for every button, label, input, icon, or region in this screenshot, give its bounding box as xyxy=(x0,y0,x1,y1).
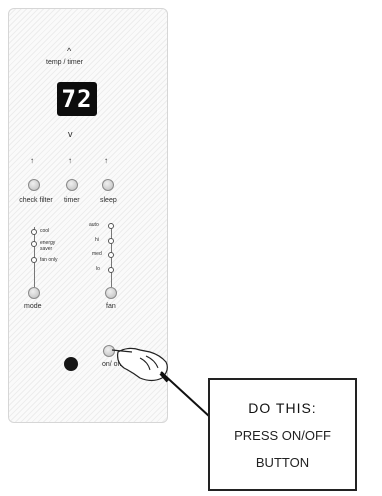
mode-label: mode xyxy=(24,303,42,310)
instruction-callout: DO THIS: PRESS ON/OFF BUTTON xyxy=(208,378,357,491)
sleep-led-icon: ↑ xyxy=(104,156,108,165)
ir-sensor-icon xyxy=(64,357,78,371)
temp-down-arrow[interactable]: v xyxy=(68,129,73,139)
timer-led-icon: ↑ xyxy=(68,156,72,165)
fan-option-hi: hi xyxy=(95,237,99,243)
sleep-label: sleep xyxy=(100,197,117,204)
callout-line-1: PRESS ON/OFF xyxy=(234,428,331,443)
temp-up-arrow[interactable]: ^ xyxy=(67,46,72,56)
mode-button[interactable] xyxy=(28,287,40,299)
fan-med-led xyxy=(108,252,114,258)
check-filter-led-icon: ↑ xyxy=(30,156,34,165)
sleep-button[interactable] xyxy=(102,179,114,191)
timer-label: timer xyxy=(64,197,80,204)
callout-line-2: BUTTON xyxy=(255,455,310,470)
fan-option-med: med xyxy=(92,251,102,257)
temperature-display: 72 xyxy=(57,82,97,116)
on-off-label: on/ off xyxy=(102,361,122,368)
pointing-hand-icon xyxy=(111,347,168,382)
on-off-button[interactable] xyxy=(103,345,115,357)
fan-option-auto: auto xyxy=(89,222,99,228)
fan-lo-led xyxy=(108,267,114,273)
fan-auto-led xyxy=(108,223,114,229)
mode-cool-led xyxy=(31,229,37,235)
callout-heading: DO THIS: xyxy=(248,400,317,416)
mode-option-cool: cool xyxy=(40,228,50,234)
mode-option-energy-saver: energy saver xyxy=(40,240,56,252)
check-filter-label: check filter xyxy=(19,197,53,204)
fan-hi-led xyxy=(108,238,114,244)
check-filter-button[interactable] xyxy=(28,179,40,191)
temp-timer-label: temp / timer xyxy=(46,59,83,66)
mode-fan-only-led xyxy=(31,257,37,263)
remote-control-panel: ^ temp / timer 72 v ↑ check filter ↑ tim… xyxy=(8,8,168,423)
mode-energy-led xyxy=(31,241,37,247)
fan-label: fan xyxy=(106,303,116,310)
mode-option-fan-only: fan only xyxy=(40,257,58,263)
fan-option-lo: lo xyxy=(96,266,100,272)
timer-button[interactable] xyxy=(66,179,78,191)
fan-button[interactable] xyxy=(105,287,117,299)
